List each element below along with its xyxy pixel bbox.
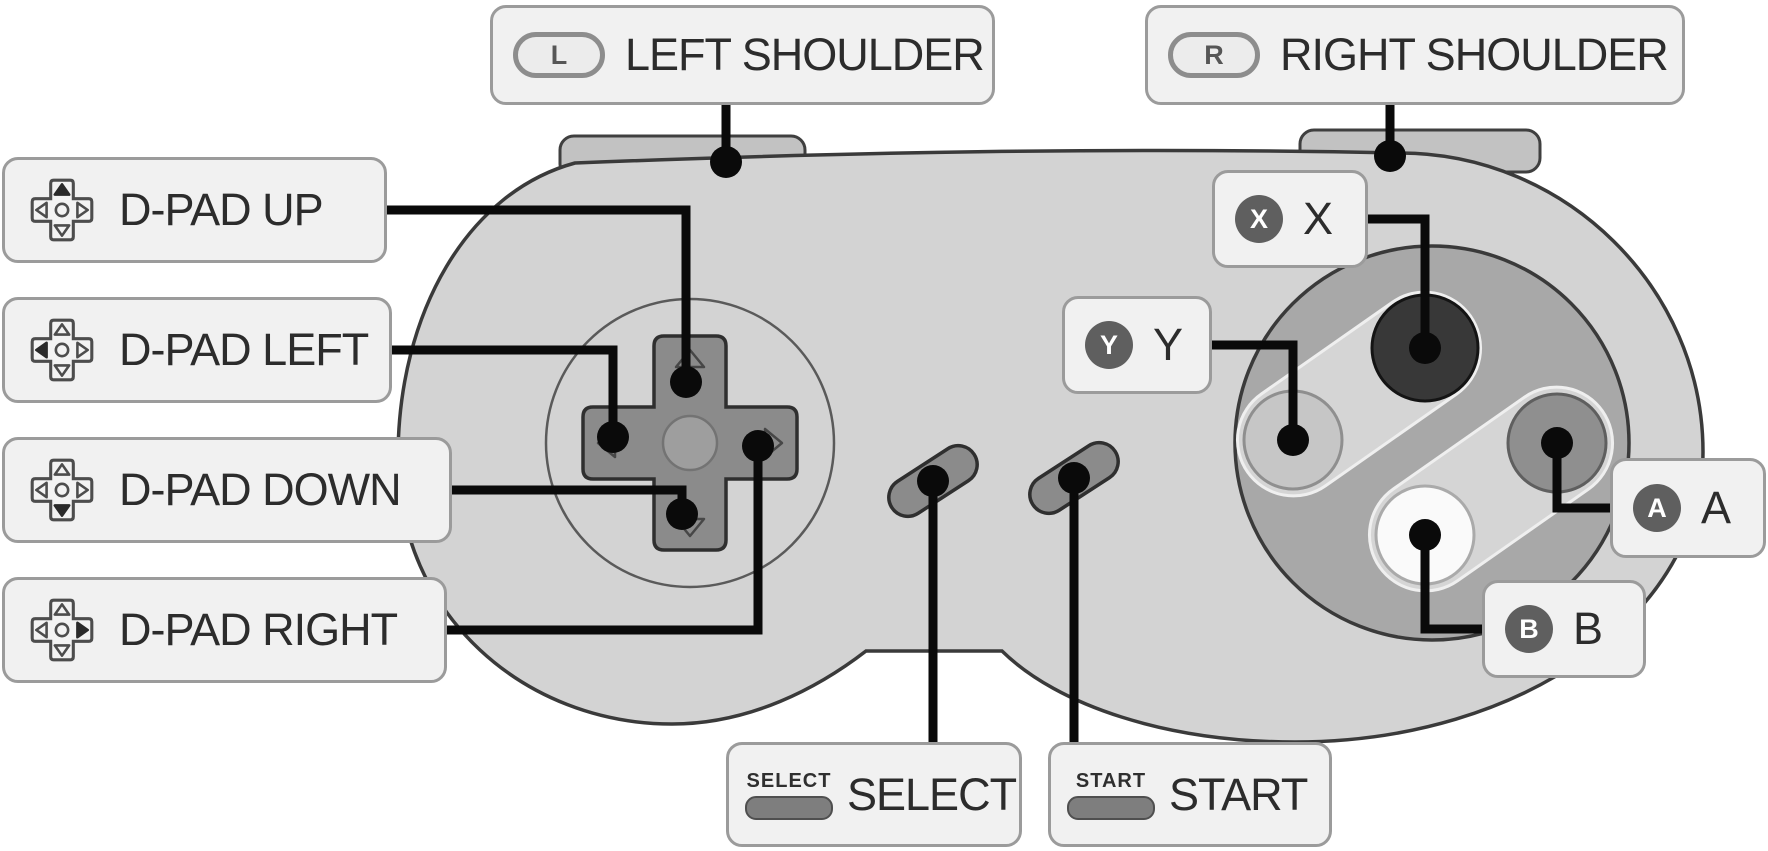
select-icon-pill (745, 795, 833, 820)
callout-start: START START (1048, 742, 1332, 847)
l-key-icon: L (513, 32, 605, 78)
callout-a: A A (1610, 458, 1766, 558)
callout-dpad-left: D-PAD LEFT (2, 297, 392, 403)
callout-right-shoulder-text: RIGHT SHOULDER (1280, 29, 1669, 80)
callout-dpad-up-text: D-PAD UP (119, 184, 324, 235)
callout-dpad-up: D-PAD UP (2, 157, 387, 263)
callout-b-text: B (1573, 603, 1603, 654)
callout-dpad-down: D-PAD DOWN (2, 437, 452, 543)
r-key-icon: R (1168, 32, 1260, 78)
callout-select-text: SELECT (847, 768, 1017, 820)
connector-a (1552, 443, 1612, 513)
select-icon-word: SELECT (746, 769, 832, 792)
select-button-icon: SELECT (745, 770, 833, 820)
callout-y: Y Y (1062, 296, 1212, 394)
callout-dpad-left-text: D-PAD LEFT (119, 324, 369, 375)
connector-x (1366, 214, 1430, 348)
callout-x-text: X (1303, 193, 1333, 244)
connector-y (1210, 340, 1298, 440)
dpad-right-icon (30, 598, 94, 662)
x-badge-icon: X (1235, 195, 1283, 243)
callout-right-shoulder: R RIGHT SHOULDER (1145, 5, 1685, 105)
callout-dpad-right: D-PAD RIGHT (2, 577, 447, 683)
callout-b: B B (1482, 580, 1646, 678)
connector-dpad-left (390, 345, 618, 436)
callout-start-text: START (1169, 768, 1308, 820)
callout-left-shoulder: L LEFT SHOULDER (490, 5, 995, 105)
connector-b (1420, 535, 1484, 634)
callout-dpad-down-text: D-PAD DOWN (119, 464, 402, 515)
dpad-down-icon (30, 458, 94, 522)
callout-left-shoulder-text: LEFT SHOULDER (625, 29, 985, 80)
callout-x: X X (1212, 170, 1368, 268)
start-button-icon: START (1067, 770, 1155, 820)
start-icon-pill (1067, 795, 1155, 820)
callout-y-text: Y (1153, 319, 1183, 370)
dpad-left-icon (30, 318, 94, 382)
dpad-up-icon (30, 178, 94, 242)
connector-dots (597, 140, 1573, 551)
dpad-center (661, 414, 719, 472)
callout-dpad-right-text: D-PAD RIGHT (119, 604, 398, 655)
callout-select: SELECT SELECT (726, 742, 1022, 847)
connector-dpad-up (385, 205, 691, 382)
b-badge-icon: B (1505, 605, 1553, 653)
connector-dpad-right (443, 447, 763, 635)
a-badge-icon: A (1633, 484, 1681, 532)
connector-lines (385, 100, 1612, 744)
y-badge-icon: Y (1085, 321, 1133, 369)
start-icon-word: START (1075, 769, 1147, 792)
callout-a-text: A (1701, 482, 1731, 533)
